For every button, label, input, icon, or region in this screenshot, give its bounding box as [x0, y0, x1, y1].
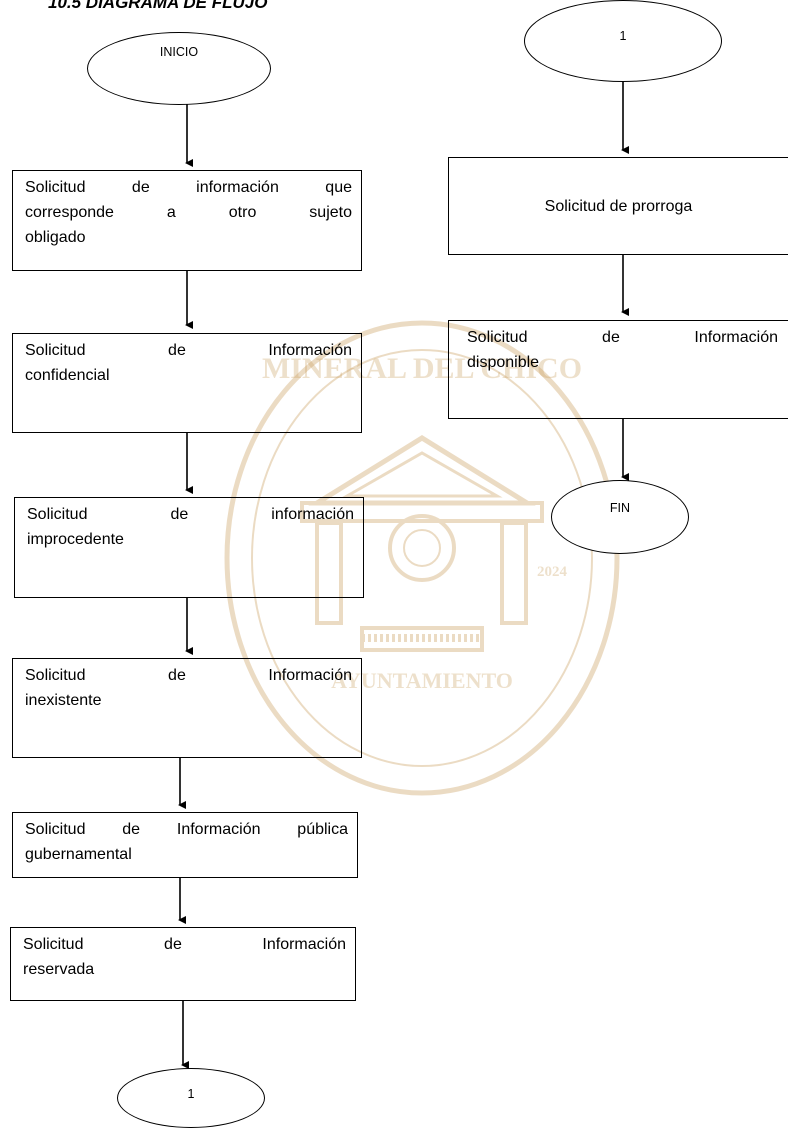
page-heading: 10.5 DIAGRAMA DE FLUJO: [48, 0, 268, 12]
step-text-line: reservada: [23, 961, 95, 978]
connector-label: 1: [619, 29, 627, 43]
watermark-year: 2024: [537, 564, 568, 580]
step-text-line: Solicitud de Información: [467, 329, 778, 346]
step-box-inexistente: Solicitud de Información inexistente: [12, 658, 362, 758]
start-oval: INICIO: [87, 32, 271, 105]
step-text-line: obligado: [25, 229, 86, 246]
step-text-line: Solicitud de información: [27, 506, 354, 523]
watermark-top-text: MINERAL DEL CHICO: [262, 352, 582, 385]
step-box-reservada: Solicitud de Información reservada: [10, 927, 356, 1001]
step-text-line: Solicitud de prorroga: [544, 197, 693, 215]
step-text-line: inexistente: [25, 692, 102, 709]
connector-oval-top: 1: [524, 0, 722, 82]
step-text-line: gubernamental: [25, 846, 132, 863]
connector-label: 1: [187, 1087, 195, 1101]
step-text-line: disponible: [467, 354, 540, 371]
start-label: INICIO: [159, 45, 199, 59]
step-box-improcedente: Solicitud de información improcedente: [14, 497, 364, 598]
connector-oval-bottom: 1: [117, 1068, 265, 1128]
step-text-line: Solicitud de Información: [23, 936, 346, 953]
step-box-confidencial: Solicitud de Información confidencial: [12, 333, 362, 433]
step-text-line: improcedente: [27, 531, 124, 548]
step-box-disponible: Solicitud de Información disponible: [448, 320, 788, 419]
end-oval: FIN: [551, 480, 689, 554]
step-text-line: Solicitud de Información pública: [25, 821, 348, 838]
step-text-line: Solicitud de Información: [25, 667, 352, 684]
step-box-otro-sujeto: Solicitud de información que corresponde…: [12, 170, 362, 271]
step-box-prorroga: Solicitud de prorroga: [448, 157, 788, 255]
step-box-publica-gubernamental: Solicitud de Información pública guberna…: [12, 812, 358, 878]
step-text-line: confidencial: [25, 367, 110, 384]
step-text-line: Solicitud de información que: [25, 179, 352, 196]
step-text-line: Solicitud de Información: [25, 342, 352, 359]
step-text-line: corresponde a otro sujeto: [25, 204, 352, 221]
end-label: FIN: [609, 501, 631, 515]
